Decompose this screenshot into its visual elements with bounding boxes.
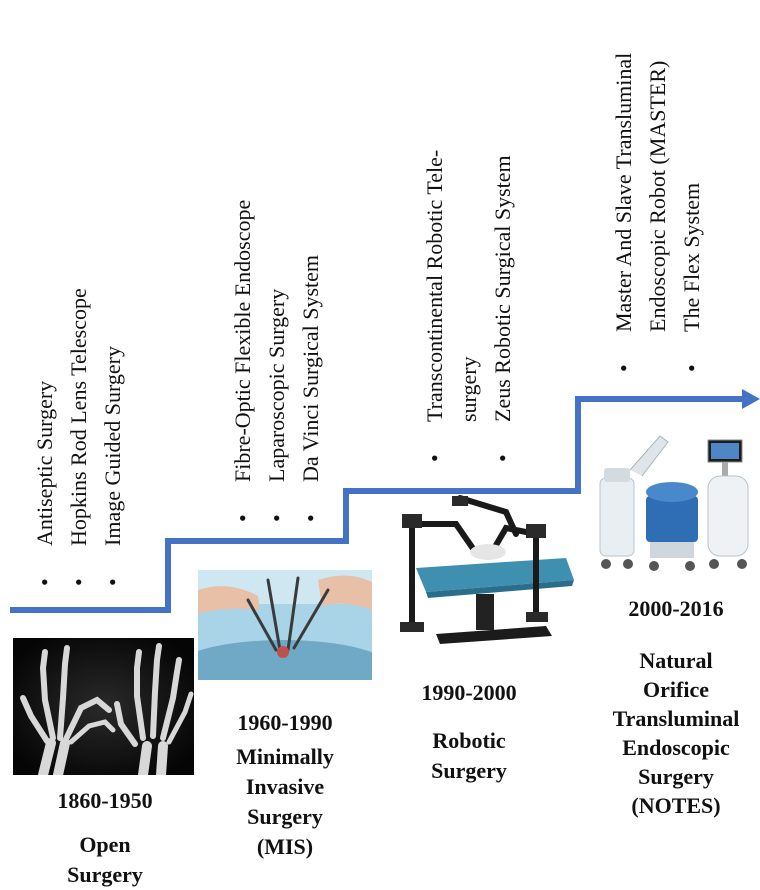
list-item: Transcontinental Robotic Tele- [418,150,452,468]
era1-items: Antiseptic Surgery Hopkins Rod Lens Tele… [28,288,130,592]
era4-name: Natural Orifice Transluminal Endoscopic … [612,648,740,818]
era2-period: 1960-1990 [237,710,333,735]
era4-items: Master And Slave Transluminal Endoscopic… [607,53,709,378]
list-item: Da Vinci Surgical System [294,200,328,528]
list-item: Fibre-Optic Flexible Endoscope [226,200,260,528]
list-item: Antiseptic Surgery [28,288,62,592]
list-item: The Flex System [675,53,709,378]
list-item: Master And Slave Transluminal [607,53,641,378]
flex-system-image [590,430,760,580]
era4-period: 2000-2016 [628,596,724,621]
list-item: Hopkins Rod Lens Telescope [62,288,96,592]
laparoscopic-surgery-image [198,570,372,680]
list-item: Endoscopic Robot (MASTER) [645,60,670,332]
zeus-robot-image [396,494,580,654]
era3-label: 1990-2000 Robotic Surgery [394,678,544,786]
era1-name: Open Surgery [67,832,143,887]
list-item: Laparoscopic Surgery [260,200,294,528]
era3-period: 1990-2000 [421,680,517,705]
era1-label: 1860-1950 Open Surgery [30,786,180,890]
list-item: Image Guided Surgery [96,288,130,592]
list-item: surgery [456,356,481,422]
era2-name: Minimally Invasive Surgery (MIS) [236,744,334,859]
era4-label: 2000-2016 Natural Orifice Transluminal E… [592,594,760,820]
era3-items: Transcontinental Robotic Tele- surgery Z… [418,150,520,468]
era1-period: 1860-1950 [57,788,153,813]
list-item: Zeus Robotic Surgical System [486,150,520,468]
era2-items: Fibre-Optic Flexible Endoscope Laparosco… [226,200,328,528]
era2-label: 1960-1990 Minimally Invasive Surgery (MI… [210,708,360,862]
era3-name: Robotic Surgery [431,728,507,783]
arrow-head-icon [742,389,760,409]
hand-xray-image [13,638,194,775]
